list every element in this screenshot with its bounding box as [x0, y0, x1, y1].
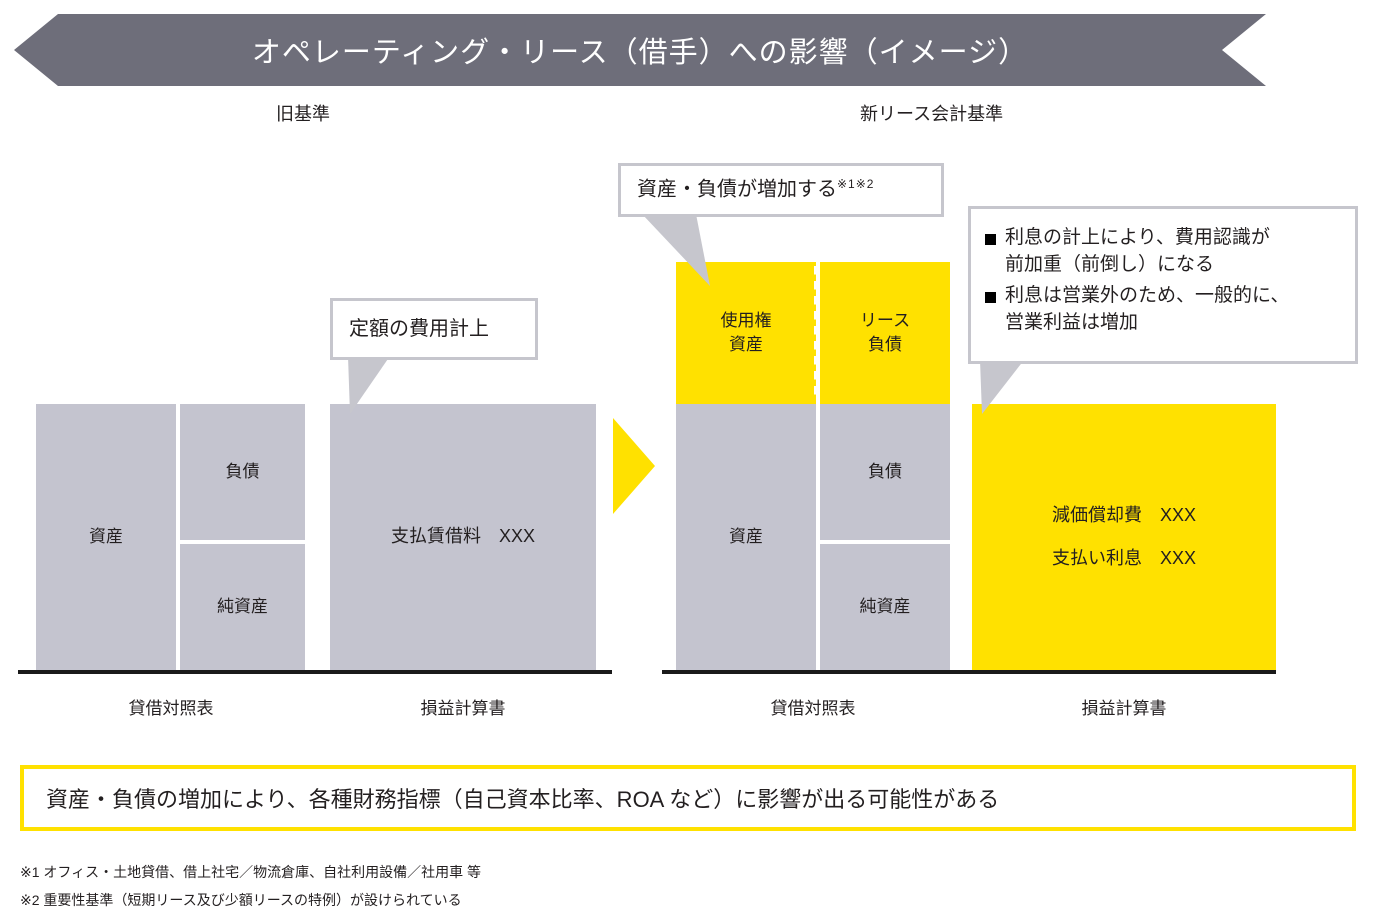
block-old-bs-equity-label: 純資産: [217, 597, 268, 617]
block-new-bs-lease-liability-label: リース 負債: [859, 311, 911, 354]
baseline-right: [662, 670, 1276, 674]
block-old-bs-liabilities-label: 負債: [225, 462, 260, 482]
section-label-old-standard: 旧基準: [276, 104, 330, 124]
block-old-bs-liabilities: 負債: [180, 404, 305, 540]
callout-interest-bullet-list: 利息の計上により、費用認識が 前加重（前倒し）になる 利息は営業外のため、一般的…: [971, 225, 1303, 341]
callout-interest-bullet-1: 利息の計上により、費用認識が 前加重（前倒し）になる: [985, 225, 1289, 279]
section-label-new-standard: 新リース会計基準: [860, 104, 1004, 124]
footnote-2: ※2 重要性基準（短期リース及び少額リースの特例）が設けられている: [20, 892, 462, 908]
page-title: オペレーティング・リース（借手）への影響（イメージ）: [251, 37, 1029, 69]
title-banner: オペレーティング・リース（借手）への影響（イメージ）: [14, 14, 1266, 86]
block-new-bs-liabilities: 負債: [820, 404, 950, 540]
block-new-bs-equity: 純資産: [820, 544, 950, 670]
block-new-pl-depreciation-label: 減価償却費 XXX: [1051, 504, 1197, 525]
block-old-bs-assets-label: 資産: [89, 527, 123, 547]
summary-text: 資産・負債の増加により、各種財務指標（自己資本比率、ROA など）に影響が出る可…: [46, 787, 1000, 812]
footnote-1: ※1 オフィス・土地貸借、借上社宅／物流倉庫、自社利用設備／社用車 等: [20, 864, 482, 880]
callout-interest-effects: 利息の計上により、費用認識が 前加重（前倒し）になる 利息は営業外のため、一般的…: [968, 206, 1358, 364]
transition-arrow-icon: [613, 418, 655, 514]
caption-new-balance-sheet: 貸借対照表: [770, 699, 856, 718]
callout-flat-cost: 定額の費用計上: [330, 298, 538, 360]
caption-new-profit-loss: 損益計算書: [1081, 699, 1167, 718]
baseline-left: [18, 670, 612, 674]
block-new-pl-expenses: 減価償却費 XXX 支払い利息 XXX: [972, 404, 1276, 670]
caption-old-profit-loss: 損益計算書: [420, 699, 506, 718]
block-new-bs-liabilities-label: 負債: [868, 462, 902, 482]
block-old-bs-assets: 資産: [36, 404, 176, 670]
callout-assets-liabilities-increase: 資産・負債が増加する※1※2: [618, 163, 944, 217]
block-old-pl-rent-expense: 支払賃借料 XXX: [330, 404, 596, 670]
divider-new-bs-dashed: [814, 266, 818, 400]
block-new-bs-assets-label: 資産: [729, 527, 763, 547]
callout-assets-liabilities-text: 資産・負債が増加する※1※2: [621, 176, 890, 204]
block-old-bs-equity: 純資産: [180, 544, 305, 670]
callout-flat-cost-text: 定額の費用計上: [349, 317, 489, 340]
callout-assets-liabilities-tail-icon: [642, 214, 710, 286]
block-new-bs-rou-asset-label: 使用権 資産: [720, 311, 772, 354]
callout-assets-liabilities-footnote-marks: ※1※2: [837, 177, 875, 192]
callout-interest-tail-icon: [980, 360, 1024, 414]
caption-old-balance-sheet: 貸借対照表: [128, 699, 214, 718]
summary-highlight-box: 資産・負債の増加により、各種財務指標（自己資本比率、ROA など）に影響が出る可…: [20, 765, 1356, 831]
block-new-bs-lease-liability: リース 負債: [820, 262, 950, 404]
callout-assets-liabilities-label: 資産・負債が増加する: [637, 178, 837, 201]
block-new-pl-interest-label: 支払い利息 XXX: [1051, 548, 1197, 568]
callout-interest-bullet-2: 利息は営業外のため、一般的に、 営業利益は増加: [985, 283, 1289, 337]
block-old-pl-rent-expense-label: 支払賃借料 XXX: [390, 526, 536, 547]
block-new-bs-assets: 資産: [676, 404, 816, 670]
callout-flat-cost-tail-icon: [348, 356, 390, 414]
block-new-bs-equity-label: 純資産: [859, 597, 911, 617]
block-new-bs-rou-asset: 使用権 資産: [676, 262, 816, 404]
